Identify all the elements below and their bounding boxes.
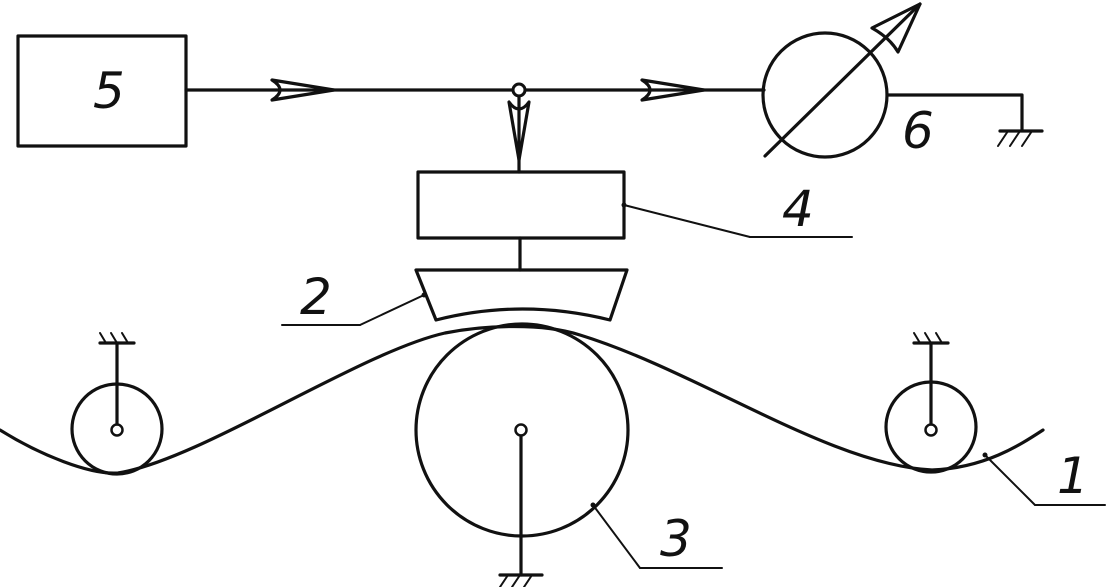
ground-symbol-right (997, 129, 1044, 147)
leader-2 (359, 294, 425, 326)
roller-right-axle (924, 423, 938, 437)
arrow-down (507, 100, 531, 162)
leader-4-dot (621, 202, 627, 208)
meter-ground-wire (885, 93, 1024, 132)
label-5: 5 (93, 62, 125, 120)
block-4 (416, 170, 626, 240)
label-3: 3 (660, 510, 692, 568)
ground-symbol-right-roller (912, 332, 950, 345)
leader-3-dot (590, 502, 596, 508)
meter-needle-arrowhead (870, 2, 922, 54)
ground-symbol-bottom (498, 573, 544, 587)
label-6: 6 (902, 102, 934, 160)
roller-left-axle (110, 423, 124, 437)
leader-1-dot (982, 452, 988, 458)
arrow-right-2 (640, 78, 706, 102)
label-1: 1 (1057, 447, 1089, 505)
meter-needle (763, 2, 922, 158)
arrow-right-1 (270, 78, 336, 102)
leader-4 (623, 204, 751, 238)
label-4: 4 (782, 180, 814, 238)
junction-node (511, 82, 527, 98)
leader-2-dot (421, 292, 427, 298)
ground-symbol-left (98, 332, 136, 345)
leader-1 (984, 454, 1036, 506)
leader-3 (592, 504, 641, 569)
head-2 (414, 268, 629, 322)
label-2: 2 (300, 268, 332, 326)
roller-3-axle (514, 423, 528, 437)
